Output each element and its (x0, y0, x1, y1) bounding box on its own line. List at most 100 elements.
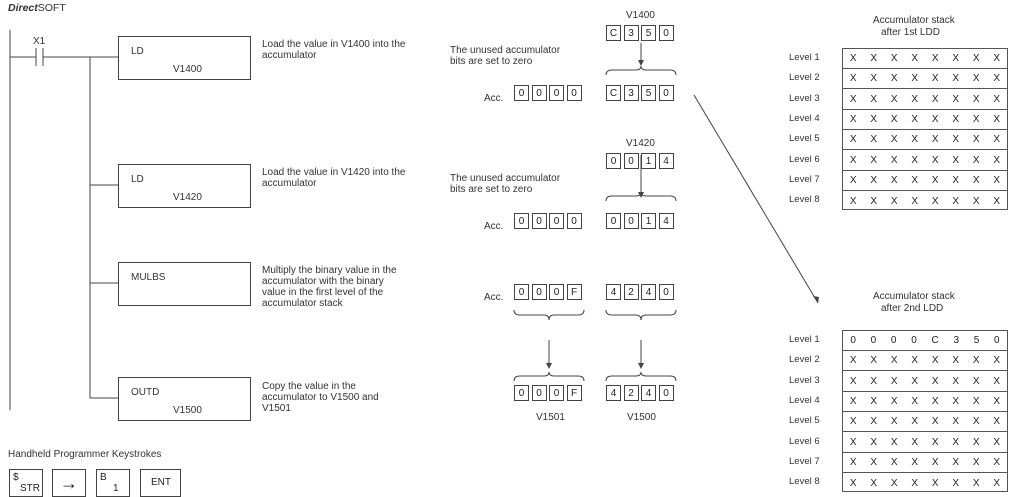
stack-cell: X (890, 134, 898, 146)
register-cell: 0 (531, 385, 547, 401)
stack-cell: X (849, 195, 857, 207)
stack-cell: X (972, 477, 980, 489)
register-cell: 0 (566, 85, 582, 101)
key-top: B (100, 472, 107, 483)
register-cell: 4 (606, 385, 621, 401)
stack-cell: X (931, 195, 939, 207)
stack-cell: X (952, 195, 960, 207)
register-cell: 0 (531, 213, 547, 229)
stack-level-label: Level 4 (789, 394, 820, 406)
stack-cell: X (890, 477, 898, 489)
register-cell: 5 (641, 85, 656, 101)
instruction-op: LD (131, 46, 144, 57)
stack-cell: X (890, 195, 898, 207)
register-cell: 0 (549, 85, 564, 101)
register-cell: C (606, 85, 621, 101)
register-cell: 0 (658, 284, 674, 300)
register-cell: C (606, 25, 621, 41)
stack-level-label: Level 8 (789, 194, 820, 206)
register-cell: 0 (658, 385, 674, 401)
stack-cell: X (911, 477, 919, 489)
instruction-op: MULBS (131, 272, 166, 283)
register-cell: 4 (658, 153, 674, 169)
stack-level-label: Level 6 (789, 435, 820, 447)
stack-cell: X (952, 73, 960, 85)
stack-cell: X (890, 416, 898, 428)
stack-cell: X (870, 416, 878, 428)
stack-cell: X (870, 53, 878, 64)
key-bottom: ENT (151, 477, 171, 488)
brand-title: DirectSOFT (8, 3, 66, 14)
register-cell: 4 (606, 284, 621, 300)
register-cell: 1 (641, 213, 656, 229)
stack-cell: X (931, 395, 939, 407)
stack-cell: X (972, 174, 980, 186)
instruction-desc: Load the value in V1400 into the accumul… (262, 39, 406, 61)
stack-cell: X (993, 395, 1001, 407)
register-cell: 0 (549, 385, 564, 401)
stack-level-label: Level 1 (789, 334, 820, 345)
stack-cell: X (931, 355, 939, 367)
stack-cell: X (849, 416, 857, 428)
stack-cell: X (911, 395, 919, 407)
stack-cell: X (931, 477, 939, 489)
brand-italic: Direct (8, 2, 38, 14)
stack-cell: X (952, 395, 960, 407)
stack-cell: X (870, 477, 878, 489)
register-cell: 0 (549, 284, 564, 300)
stack-cell: X (952, 174, 960, 186)
key-top: $ (13, 472, 19, 483)
register-cell: 0 (514, 284, 529, 300)
instruction-box-ld-v1420[interactable]: LD V1420 (118, 164, 251, 208)
stack-cell: X (952, 134, 960, 146)
register-cell: 3 (623, 25, 639, 41)
stack-cell: X (890, 53, 898, 64)
instruction-box-outd[interactable]: OUTD V1500 (118, 377, 251, 421)
stack-cell: X (870, 93, 878, 105)
stack-cell: X (870, 73, 878, 85)
key-str[interactable]: $ STR (9, 469, 43, 497)
stack-level-label: Level 1 (789, 52, 820, 63)
instruction-box-ld-v1400[interactable]: LD V1400 (118, 36, 251, 80)
register-cell: F (566, 284, 582, 300)
stack-cell: X (993, 113, 1001, 125)
instruction-box-mulbs[interactable]: MULBS (118, 262, 251, 306)
stack-cell: X (993, 154, 1001, 166)
stack-cell: X (972, 456, 980, 468)
stack-cell: X (993, 436, 1001, 448)
stack-cell: C (931, 335, 939, 346)
stack-cell: X (870, 154, 878, 166)
key-arrow[interactable]: → (52, 469, 86, 497)
stack-cell: X (849, 395, 857, 407)
stack-cell: X (952, 355, 960, 367)
key-bottom: STR (20, 483, 40, 494)
stack-cell: X (993, 73, 1001, 85)
stack-cell: X (870, 195, 878, 207)
stack-level-label: Level 2 (789, 354, 820, 366)
register-cell: 2 (623, 284, 639, 300)
stack-cell: X (911, 416, 919, 428)
stack-cell: X (890, 436, 898, 448)
key-ent[interactable]: ENT (140, 469, 181, 497)
stack-cell: X (870, 395, 878, 407)
stack-level-label: Level 8 (789, 476, 820, 488)
stack-level-label: Level 6 (789, 153, 820, 165)
stack-cell: X (931, 113, 939, 125)
stack-cell: X (870, 456, 878, 468)
register-cell: 0 (514, 85, 529, 101)
unused-bits-note: The unused accumulator bits are set to z… (450, 45, 561, 67)
instruction-desc: Load the value in V1420 into the accumul… (262, 167, 406, 189)
stack-cell: X (911, 195, 919, 207)
key-b1[interactable]: B 1 (96, 469, 130, 497)
stack-cell: X (952, 154, 960, 166)
